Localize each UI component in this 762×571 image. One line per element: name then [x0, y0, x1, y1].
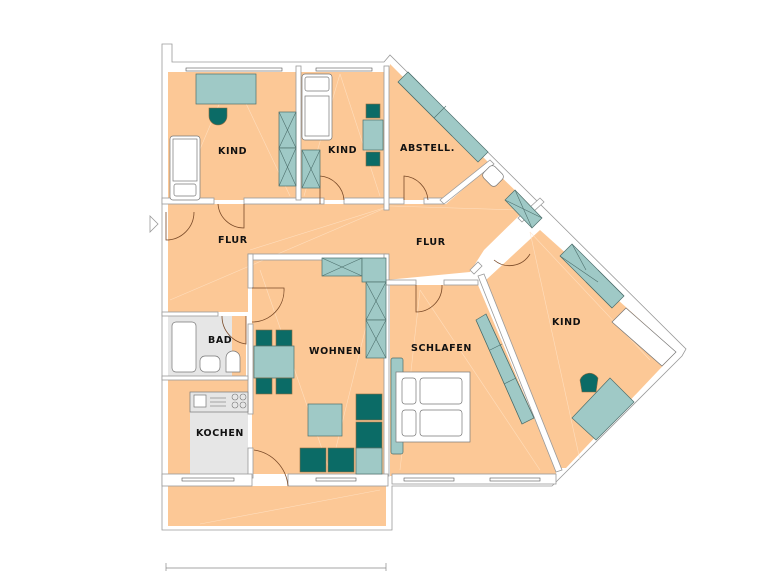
entrance-door-arc [165, 211, 195, 241]
furniture-kind-3 [559, 243, 677, 441]
label-kind-3: KIND [552, 317, 581, 328]
label-wohnen: WOHNEN [309, 346, 362, 357]
label-schlafen: SCHLAFEN [411, 343, 472, 354]
label-flur-1: FLUR [218, 235, 248, 246]
label-bad: BAD [208, 335, 232, 346]
fixtures-bad-kochen [171, 321, 249, 413]
label-flur-2: FLUR [416, 237, 446, 248]
label-kind-2: KIND [328, 145, 357, 156]
label-kind-1: KIND [218, 146, 247, 157]
entrance-arrow-icon [149, 215, 159, 233]
furniture-schlafen [390, 313, 535, 455]
dimension-line [165, 563, 387, 571]
windows [181, 67, 541, 482]
floor-flur [168, 166, 530, 312]
floor-kochen [190, 412, 248, 474]
label-kochen: KOCHEN [196, 428, 244, 439]
furniture-kind-2 [301, 73, 384, 189]
furniture-wohnen [253, 257, 387, 475]
floor-kind-3 [486, 230, 676, 468]
furniture-kind-1 [169, 73, 297, 201]
room-labels: KIND KIND ABSTELL. FLUR FLUR BAD WOHNEN … [196, 143, 581, 439]
furniture-abstell [397, 71, 543, 229]
balcony [168, 486, 386, 526]
label-abstell: ABSTELL. [400, 143, 455, 154]
